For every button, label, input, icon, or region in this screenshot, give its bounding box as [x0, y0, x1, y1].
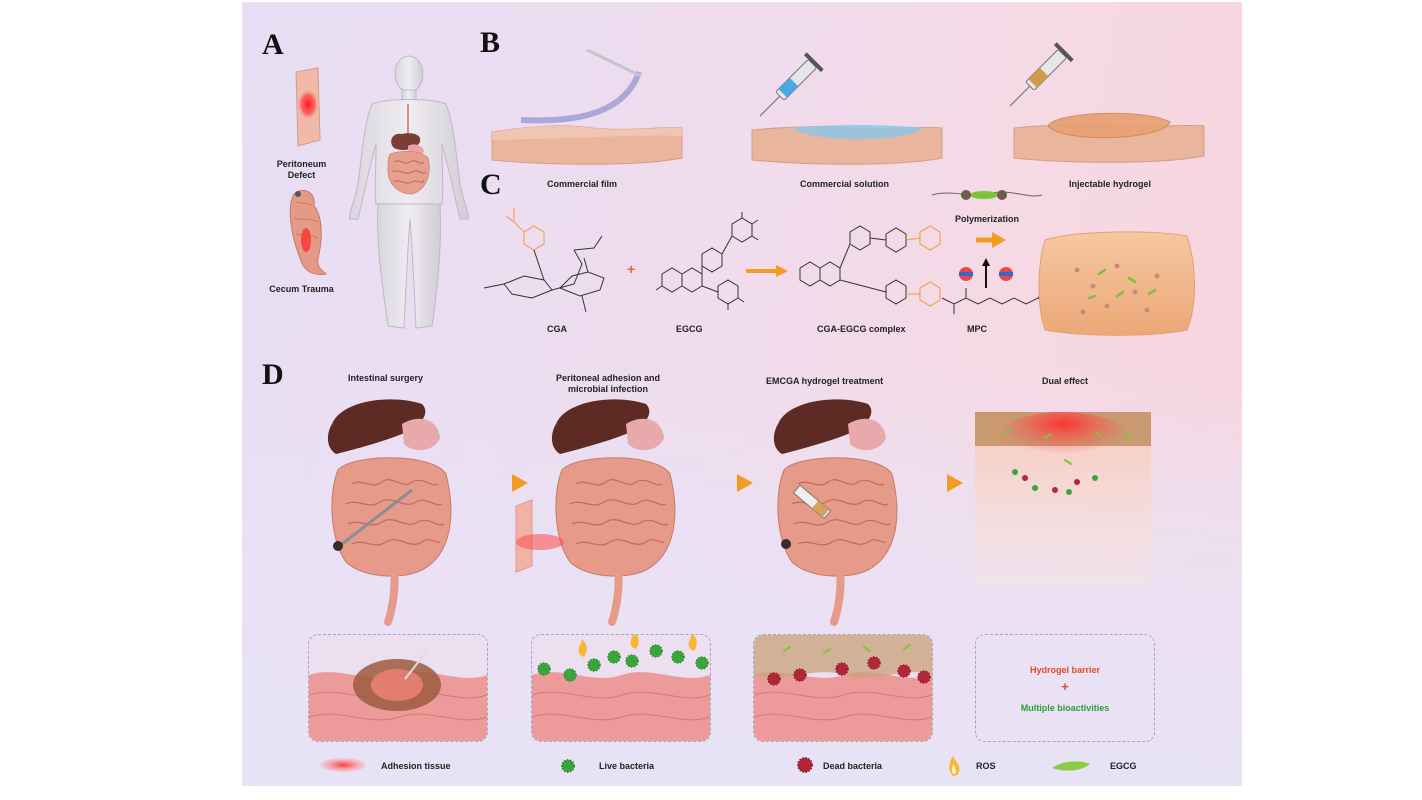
live-bacteria-icon — [561, 759, 575, 773]
tissue-block-hydrogel — [1013, 112, 1205, 163]
legend-adhesion-tissue: Adhesion tissue — [381, 761, 451, 771]
syringe-solution-icon — [759, 52, 824, 117]
cga-structure-diagram — [483, 208, 605, 313]
cga-egcg-complex-label: CGA-EGCG complex — [817, 324, 906, 334]
stage-dual-effect-label: Dual effect — [1042, 376, 1089, 386]
legend-egcg: EGCG — [1110, 761, 1137, 771]
zoom-treatment-hydrogel — [754, 635, 932, 741]
legend-live-bacteria: Live bacteria — [599, 761, 655, 771]
polymerization-arrow — [976, 232, 1006, 248]
intestine-treatment-illustration — [773, 399, 898, 626]
commercial-film-illustration — [520, 48, 642, 124]
egcg-label: EGCG — [676, 324, 703, 334]
zoom-box-surgery — [308, 634, 488, 742]
intestine-adhesion-illustration — [551, 399, 676, 626]
zoom-adhesion-bacteria — [532, 635, 710, 741]
figure-canvas: A B C D Peritoneum Defect Cecum Trauma — [242, 2, 1242, 786]
polymerization-label: Polymerization — [955, 214, 1020, 224]
commercial-solution-label: Commercial solution — [800, 179, 890, 189]
adhesion-patch-illustration — [515, 499, 564, 573]
panel-letter-c: C — [480, 168, 502, 201]
cecum-trauma-illustration — [289, 190, 328, 275]
stage-arrow-2 — [697, 474, 753, 492]
zoom-box-dual-effect: Hydrogel barrier + Multiple bioactivitie… — [975, 634, 1155, 742]
egcg-leaf-icon — [1052, 761, 1090, 771]
stage-hydrogel-treatment-label: EMCGA hydrogel treatment — [766, 376, 884, 386]
zoom-surgery-intestine — [309, 650, 487, 741]
dual-effect-illustration — [975, 412, 1151, 588]
tissue-block-film — [491, 125, 683, 165]
legend-ros: ROS — [976, 761, 996, 771]
intestine-surgery-illustration — [327, 399, 452, 626]
peritoneum-defect-label: Peritoneum Defect — [276, 159, 327, 180]
zoom-box-treatment — [753, 634, 933, 742]
stage-arrow-3 — [907, 474, 963, 492]
tissue-block-solution — [751, 125, 943, 165]
cga-egcg-complex-diagram — [799, 225, 941, 307]
egcg-structure-diagram — [655, 212, 759, 310]
cga-label: CGA — [547, 324, 567, 334]
hydrogel-block-illustration — [1038, 231, 1195, 336]
legend-dead-bacteria: Dead bacteria — [823, 761, 883, 771]
syringe-hydrogel-icon — [1009, 42, 1074, 107]
stage-intestinal-surgery-label: Intestinal surgery — [348, 373, 424, 383]
stage-arrow-1 — [472, 474, 528, 492]
stage-adhesion-infection-line2: microbial infection — [567, 384, 648, 394]
human-body-illustration — [349, 55, 469, 329]
plus-sign: + — [627, 261, 636, 277]
panel-letter-d: D — [262, 358, 284, 391]
peritoneum-defect-illustration — [295, 67, 321, 147]
commercial-film-label: Commercial film — [547, 179, 618, 189]
panel-letter-b: B — [480, 26, 501, 59]
panel-letter-a: A — [262, 28, 284, 61]
reaction-arrow-1 — [746, 265, 788, 277]
cecum-trauma-label: Cecum Trauma — [269, 284, 334, 294]
stage-adhesion-infection-label: Peritoneal adhesion and microbial infect… — [538, 373, 678, 395]
mpc-monomer-icon — [959, 258, 1013, 288]
mpc-label: MPC — [967, 324, 987, 334]
hydrogel-barrier-text: Hydrogel barrier — [1029, 665, 1101, 675]
zoom-box-adhesion — [531, 634, 711, 742]
mpc-structure-diagram — [941, 287, 1051, 314]
polymer-chain-icon — [931, 190, 1043, 200]
multiple-bioactivities-text: Multiple bioactivities — [1020, 703, 1110, 713]
injectable-hydrogel-label: Injectable hydrogel — [1069, 179, 1152, 189]
dual-plus-sign: + — [1061, 679, 1069, 694]
adhesion-tissue-icon — [320, 758, 366, 772]
ros-flame-icon — [949, 756, 960, 776]
dead-bacteria-icon — [797, 757, 813, 773]
stage-adhesion-infection-line1: Peritoneal adhesion and — [555, 373, 661, 383]
